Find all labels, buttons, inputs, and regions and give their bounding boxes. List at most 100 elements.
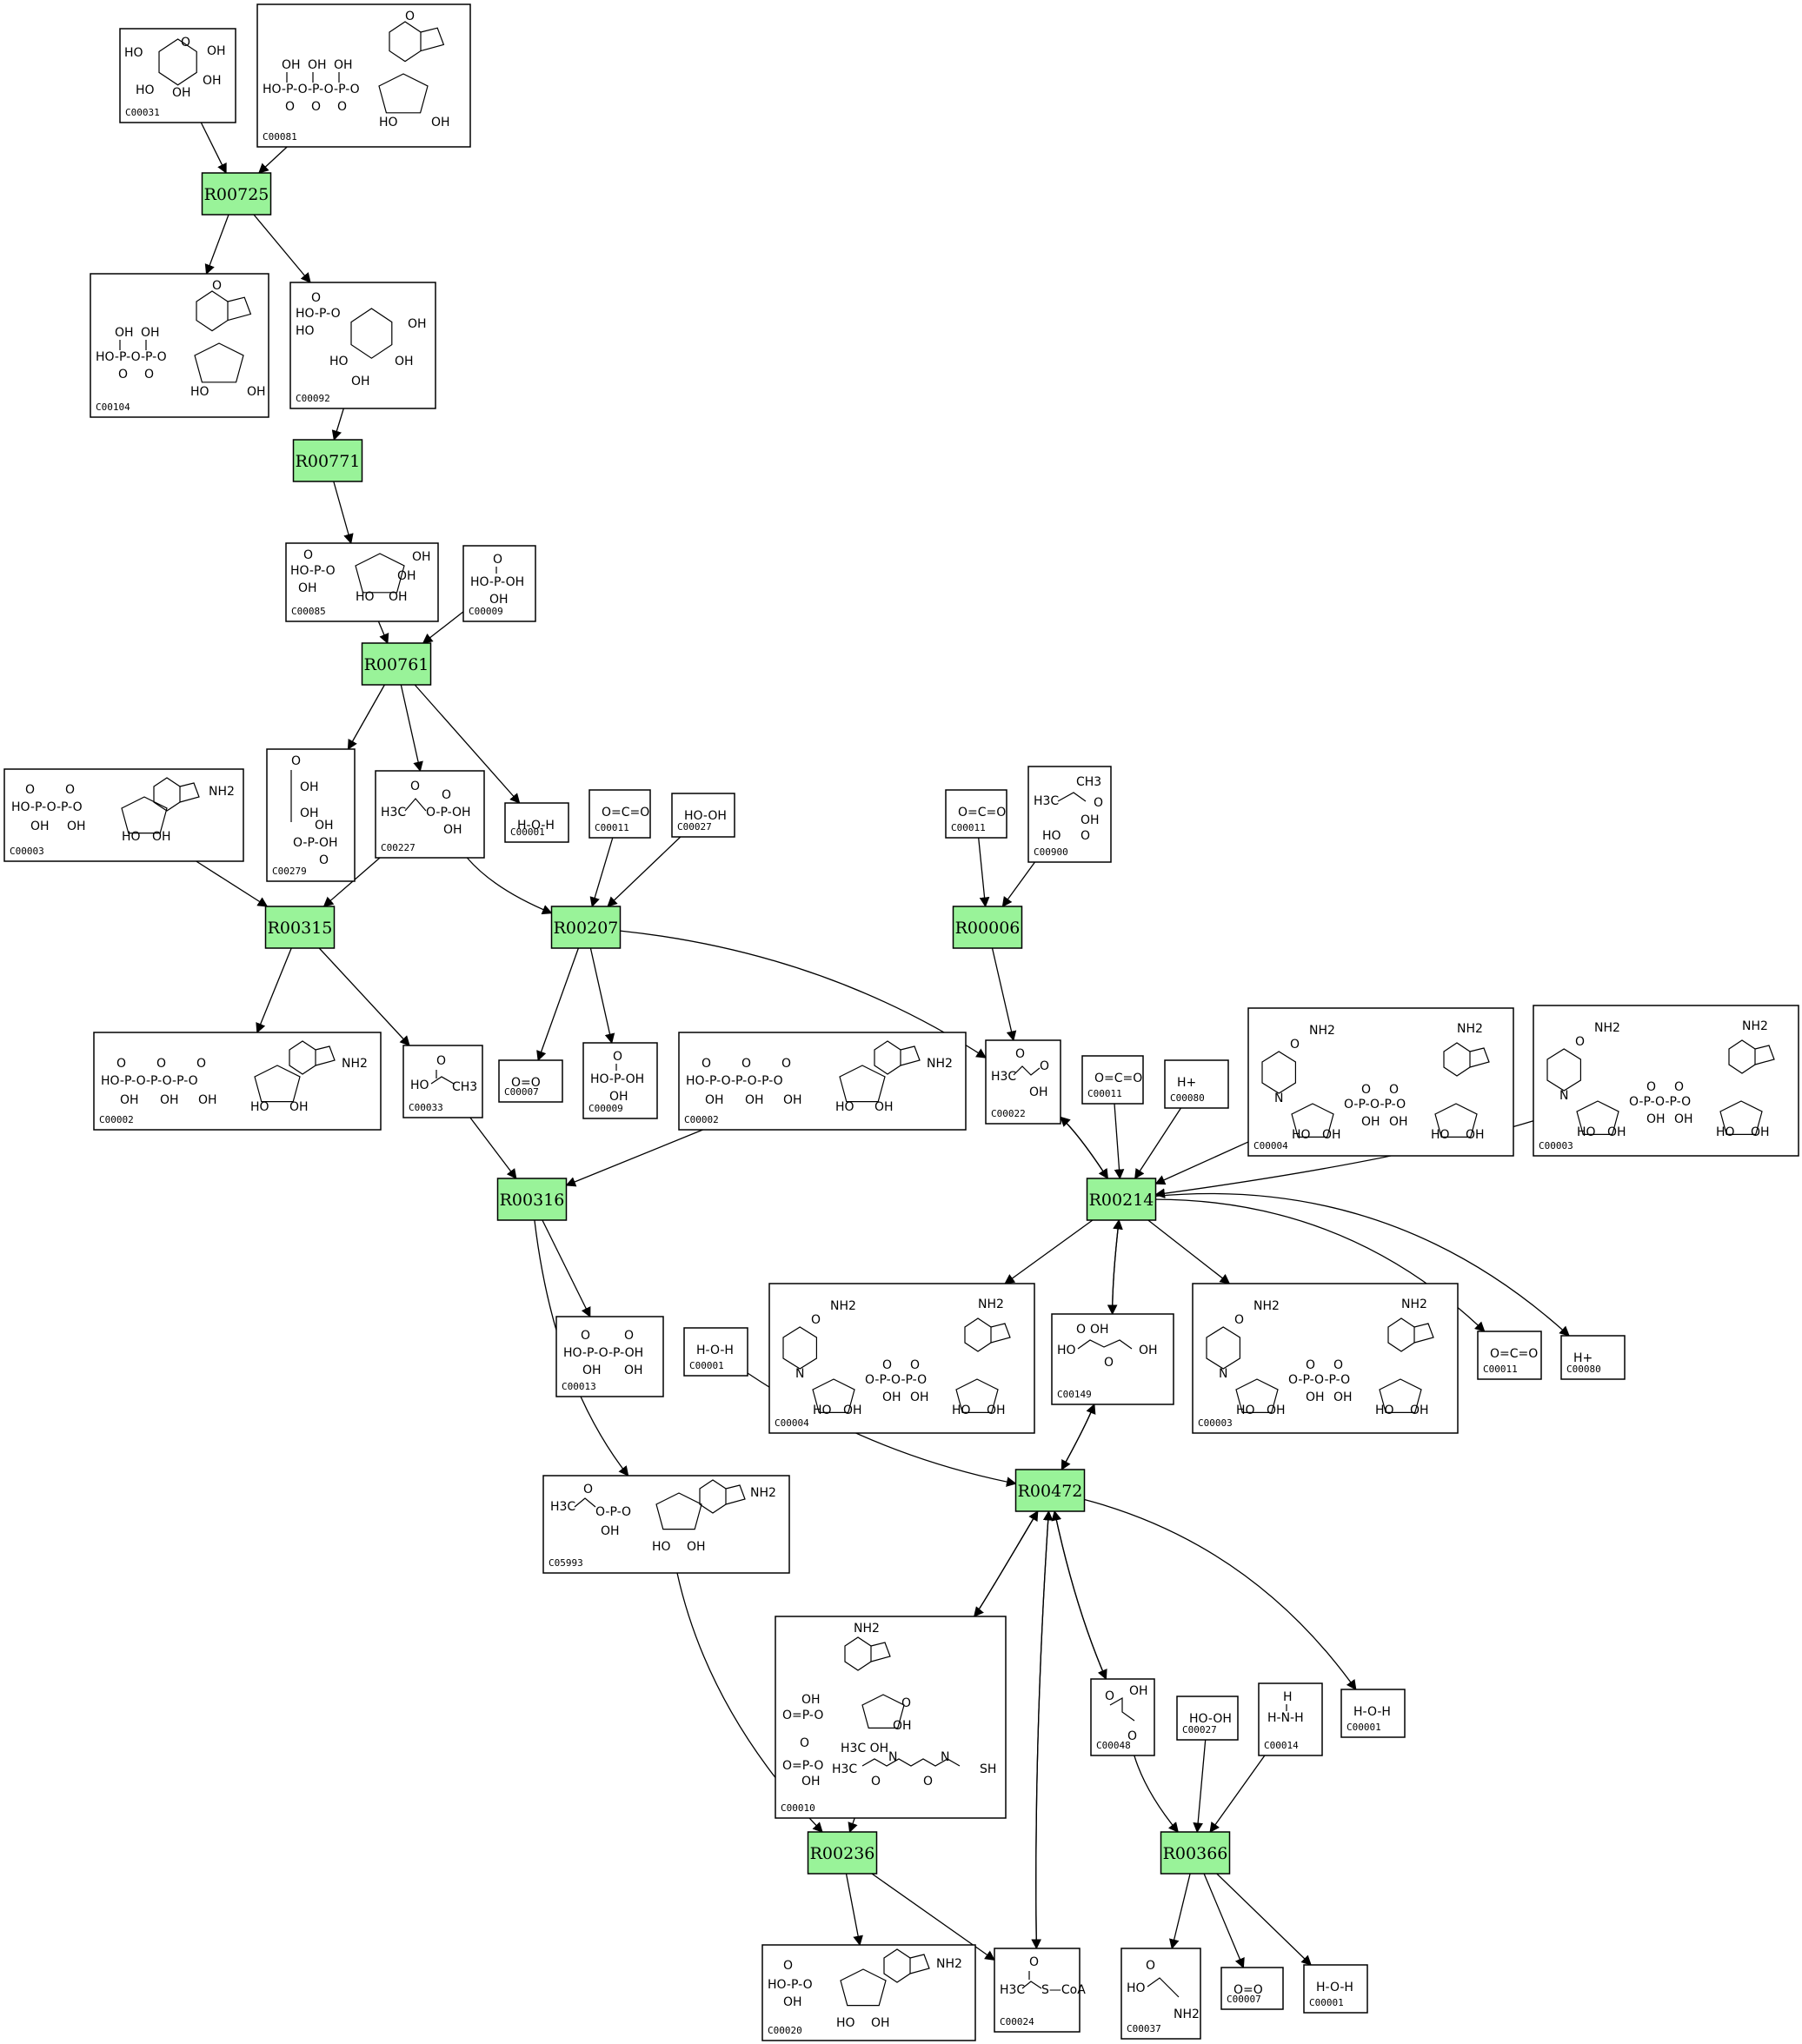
structure-atom-label: OH [1607,1125,1626,1139]
reaction-node[interactable]: R00366 [1160,1831,1231,1875]
structure-atom-label: O [405,10,415,23]
reaction-node[interactable]: R00315 [264,906,336,949]
structure-atom-label: O [291,754,301,768]
reaction-node[interactable]: R00214 [1086,1178,1157,1221]
structure-atom-label: O [212,279,222,293]
compound-box [289,282,436,409]
structure-atom-label: N [1219,1367,1227,1381]
compound-formula: H-O-H [1316,1981,1353,1994]
compound-node[interactable]: H+C00080 [1164,1059,1229,1109]
compound-id-label: C00081 [263,131,297,143]
structure-atom-label: O [702,1057,711,1071]
reaction-edge [1193,1739,1207,1834]
compound-box [582,1042,658,1119]
structure-atom-label: NH2 [1401,1297,1427,1311]
compound-id-label: C00279 [272,866,307,877]
reaction-node[interactable]: R00006 [952,906,1023,949]
structure-atom-label: NH2 [1457,1022,1483,1036]
reaction-edge [200,122,227,175]
structure-atom-label: O [493,553,502,567]
compound-formula: H-O-H [696,1344,734,1357]
structure-atom-label: HO [356,590,375,604]
structure-atom-label: OH [609,1090,628,1104]
reaction-edge [347,684,385,751]
reaction-node[interactable]: R00236 [807,1831,878,1875]
structure-atom-label: O [1646,1080,1656,1094]
structure-atom-label: NH2 [1174,2008,1200,2021]
reaction-edge [256,947,292,1034]
reaction-edge [204,214,229,275]
structure-atom-label: O [1127,1729,1137,1743]
structure-atom-label: O [1104,1356,1114,1370]
structure-bond [1261,1051,1296,1094]
compound-formula: HO-OH [1189,1712,1232,1726]
compound-node[interactable]: H+C00080 [1560,1335,1626,1380]
structure-atom-label: O [25,783,35,797]
structure-atom-label: OH [1306,1390,1325,1404]
structure-atom-label: OH [395,355,414,368]
structure-atom-label: O [1306,1358,1315,1372]
reaction-node[interactable]: R00725 [201,172,272,216]
compound-id-label: C00031 [125,107,160,118]
structure-atom-label: O [303,548,313,562]
reaction-node[interactable]: R00316 [496,1178,568,1221]
structure-atom-label: OH [160,1093,179,1107]
compound-id-label: C00011 [1087,1088,1122,1099]
structure-atom-label: S—CoA [1041,1983,1086,1997]
reaction-node[interactable]: R00771 [292,439,363,482]
reaction-node[interactable]: R00761 [361,642,432,686]
compound-id-label: C00027 [1182,1724,1217,1735]
structure-atom-label: O [613,1050,622,1064]
structure-bond [1057,792,1087,802]
structure-atom-label: OH [289,1100,309,1114]
structure-atom-label: O-P-O-P-O [1288,1373,1350,1387]
structure-atom-label: O [1015,1047,1025,1061]
structure-atom-label: OH [389,590,408,604]
reaction-node[interactable]: R00207 [550,906,622,949]
reaction-node[interactable]: R00472 [1014,1469,1086,1512]
structure-bond [1235,1378,1279,1413]
structure-atom-label: O [436,1054,446,1068]
structure-atom-label: OH [152,830,171,844]
